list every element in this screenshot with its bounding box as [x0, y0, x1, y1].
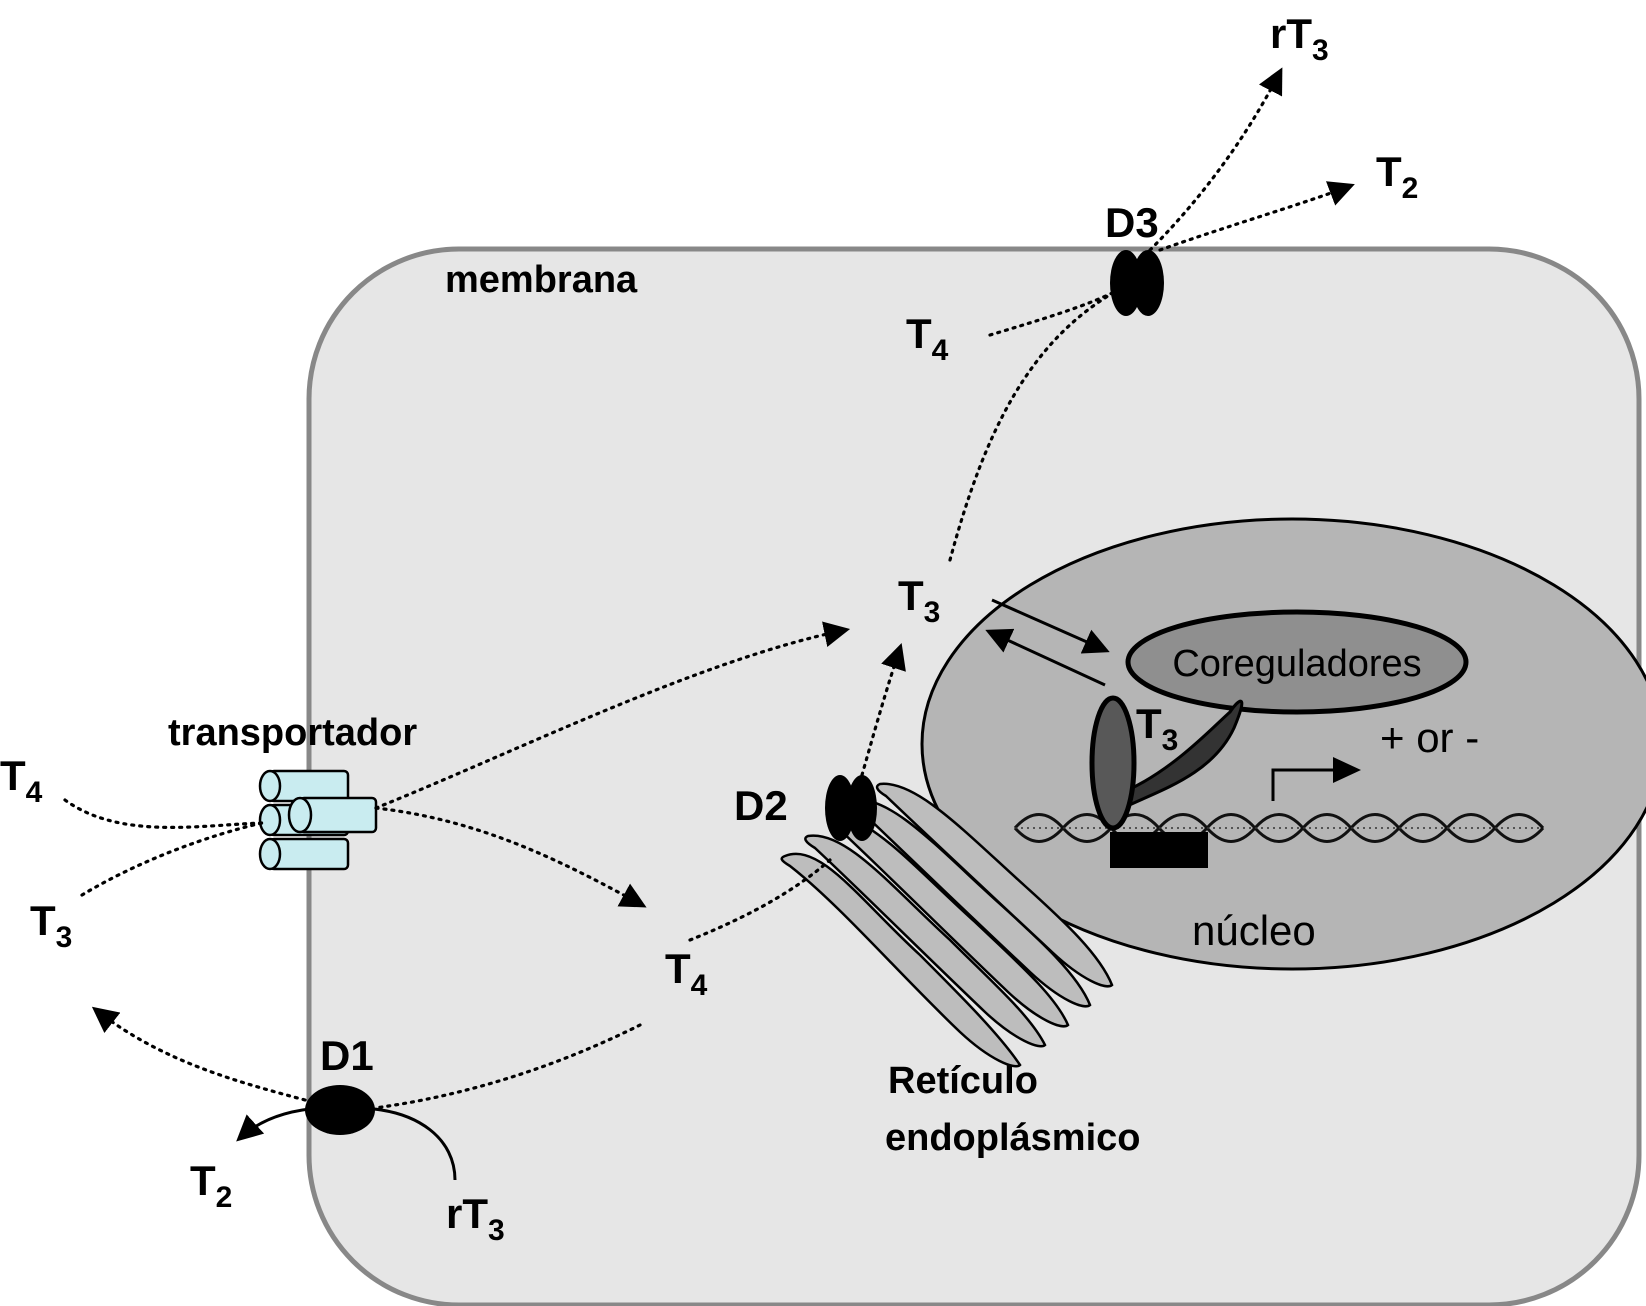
path-transporter-to-T4 [374, 806, 647, 908]
effect-label: + or - [1380, 714, 1479, 761]
path-T3-outside-to-transporter [80, 821, 264, 897]
transcription-arrow [1271, 768, 1333, 801]
endoplasmic-reticulum-icon [780, 782, 1114, 1068]
path-T4-to-D2 [688, 858, 832, 942]
receptor-ring-icon [1089, 695, 1137, 831]
path-T4-to-D1 [373, 1023, 642, 1110]
receptor-dna-block [1110, 832, 1208, 868]
receptor-crescent [1120, 699, 1244, 811]
D2-enzyme-icon [825, 775, 877, 841]
D1-label: D1 [320, 1032, 374, 1079]
D1-enzyme-icon [305, 1085, 375, 1135]
membrane-label: membrana [445, 259, 638, 301]
coregulators-shape [1125, 609, 1469, 715]
hormone-rT3-bottom: rT3 [446, 1190, 505, 1247]
path-D1-to-outside [91, 1006, 307, 1102]
hormone-T3-outside: T3 [30, 897, 72, 954]
transporter-cylinder-icon [258, 769, 378, 871]
arrow-receptor-to-T3 [985, 628, 1106, 687]
er-label-line1: Retículo [888, 1060, 1038, 1102]
path-T4-outside-to-transporter [63, 798, 264, 829]
path-D2-to-T3 [860, 643, 906, 777]
hormone-T3-intracellular: T3 [898, 572, 940, 629]
path-rT3-to-D1 [359, 1106, 457, 1181]
path-D3-to-rT3 [1148, 67, 1283, 252]
hormone-T3-receptor: T3 [1136, 700, 1178, 757]
D3-enzyme-icon [1110, 250, 1164, 316]
hormone-T4-intracellular: T4 [665, 945, 708, 1002]
arrow-T3-to-coregulators [991, 598, 1110, 654]
path-T4-to-D3 [988, 288, 1120, 337]
nucleus-label: núcleo [1192, 907, 1316, 954]
coregulators-label: Coreguladores [1172, 643, 1421, 685]
path-T3-to-D3 [948, 288, 1120, 562]
D3-label: D3 [1105, 199, 1159, 246]
er-label-line2: endoplásmico [885, 1117, 1141, 1159]
path-transporter-to-T3 [374, 621, 851, 810]
hormone-T4-outside: T4 [0, 752, 43, 809]
hormone-rT3-top: rT3 [1270, 10, 1329, 67]
hormone-T2-bottom: T2 [190, 1157, 232, 1214]
D2-label: D2 [734, 782, 788, 829]
transporter-label: transportador [168, 712, 417, 754]
path-D1-to-T2 [236, 1106, 321, 1142]
hormone-T2-top: T2 [1376, 148, 1418, 205]
hormone-T4-near-D3: T4 [906, 310, 949, 367]
path-D3-to-T2 [1158, 181, 1355, 252]
